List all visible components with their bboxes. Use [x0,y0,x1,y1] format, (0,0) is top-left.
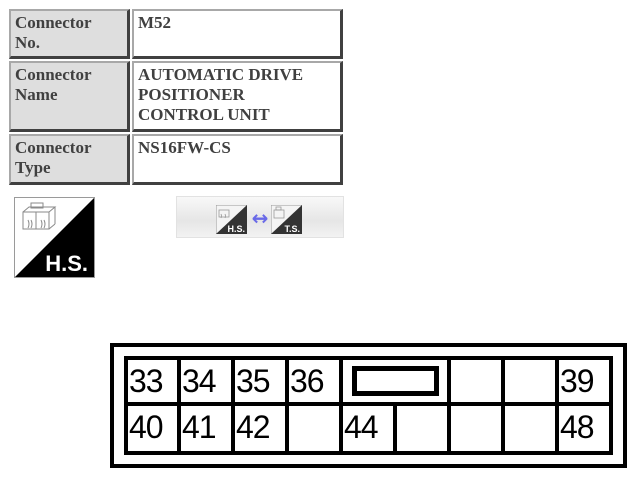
connector-type-value: NS16FW-CS [132,134,343,185]
pin-35: 35 [235,360,285,402]
pin-42: 42 [235,406,285,451]
pin-34: 34 [181,360,231,402]
connector-latch-icon [352,366,439,396]
pin-40: 40 [128,406,177,451]
connector-no-value: M52 [132,9,343,59]
terminal-side-mini-icon: T.S. [271,205,302,234]
pin-39: 39 [559,360,609,402]
connector-diagram: 33 34 35 36 39 40 41 42 44 48 [110,343,627,468]
label-line: Connector [15,138,92,157]
connector-name-label: Connector Name [9,61,130,132]
harness-side-icon: H.S. [14,197,95,278]
hs-ts-toggle-button[interactable]: H.S. ↔ T.S. [176,196,344,238]
connector-no-label: Connector No. [9,9,130,59]
label-line: Connector [15,13,92,32]
value-line: POSITIONER [138,85,245,104]
connector-latch-cell [343,360,447,402]
swap-arrow-icon: ↔ [251,206,269,230]
pin-41: 41 [181,406,231,451]
pin-38-empty [505,360,555,402]
pin-43-empty [289,406,339,451]
value-line: CONTROL UNIT [138,105,270,124]
pin-46-empty [451,406,501,451]
label-line: Connector [15,65,92,84]
value-line: NS16FW-CS [138,138,231,157]
pin-48: 48 [559,406,609,451]
label-line: Name [15,85,58,104]
value-line: AUTOMATIC DRIVE [138,65,304,84]
connector-type-label: Connector Type [9,134,130,185]
label-line: No. [15,33,41,52]
connector-name-value: AUTOMATIC DRIVE POSITIONER CONTROL UNIT [132,61,343,132]
hs-text: H.S. [45,251,88,276]
harness-side-glyph-icon: H.S. [15,198,94,277]
harness-side-mini-icon: H.S. [216,205,247,234]
label-line: Type [15,158,51,177]
pin-33: 33 [128,360,177,402]
pin-36: 36 [289,360,339,402]
pin-44: 44 [343,406,393,451]
value-line: M52 [138,13,172,32]
connector-pin-grid: 33 34 35 36 39 40 41 42 44 48 [124,356,613,455]
svg-text:T.S.: T.S. [284,224,300,234]
pin-45-empty [397,406,447,451]
pin-47-empty [505,406,555,451]
svg-text:H.S.: H.S. [227,224,245,234]
pin-37-empty [451,360,501,402]
